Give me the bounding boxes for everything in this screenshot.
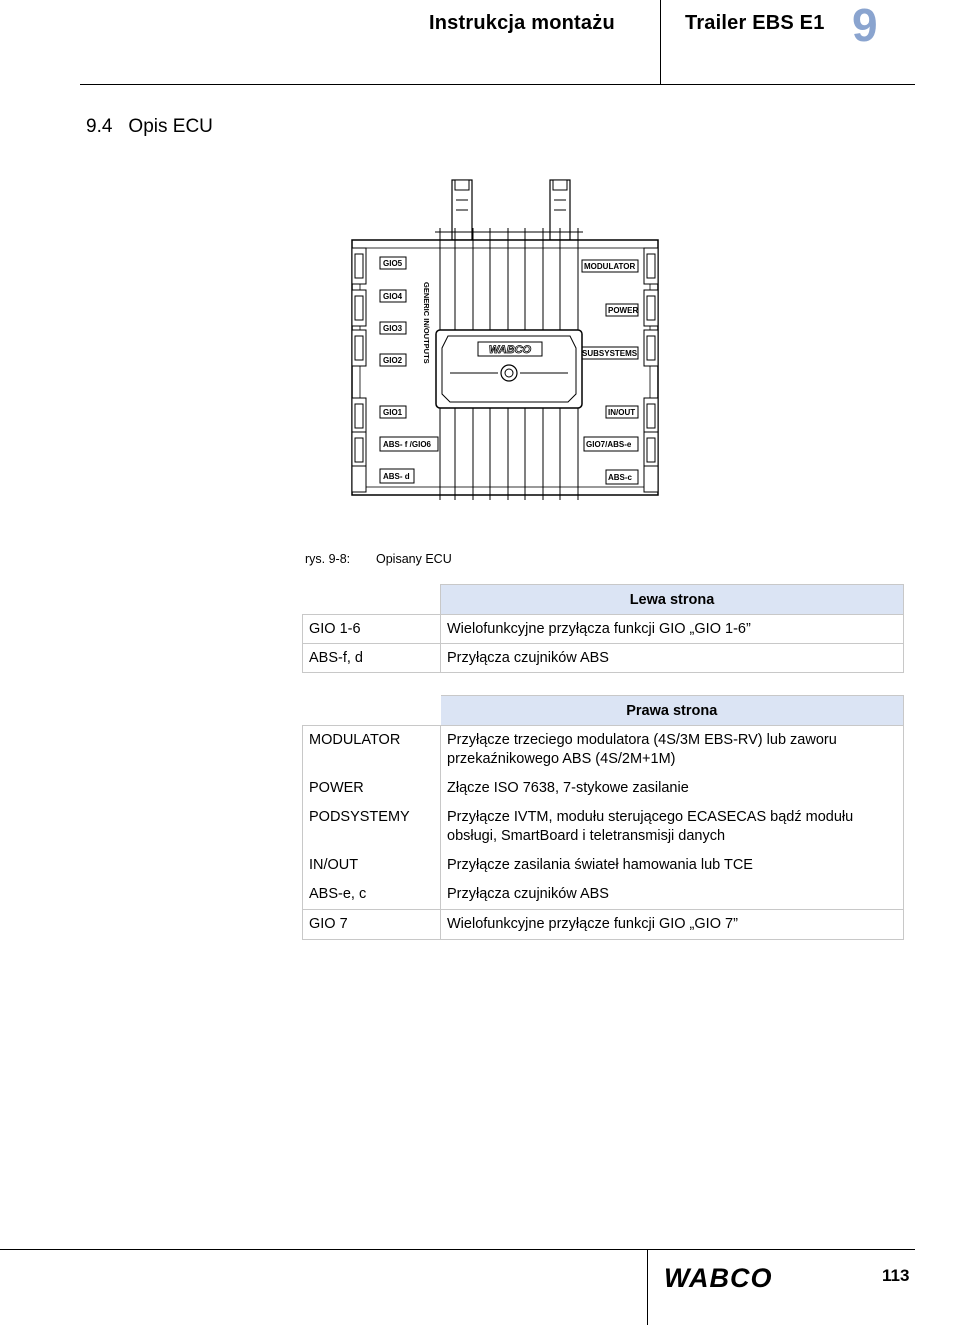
connector-description: Przyłącze trzeciego modulatora (4S/3M EB…	[440, 725, 904, 774]
figure-label-gio1: GIO1	[383, 408, 403, 417]
connector-name: ABS-f, d	[302, 643, 441, 673]
table-row: ABS-e, c Przyłącza czujników ABS	[302, 880, 904, 910]
figure-caption: rys. 9-8: Opisany ECU	[305, 552, 452, 566]
figure-label-gio3: GIO3	[383, 324, 403, 333]
figure-label-subsystems: SUBSYSTEMS	[582, 349, 638, 358]
figure-label-gio4: GIO4	[383, 292, 403, 301]
figure-label-gio7-abs-e: GIO7/ABS-e	[586, 440, 632, 449]
figure-label-abs-c: ABS-c	[608, 473, 633, 482]
connector-name: MODULATOR	[302, 725, 441, 774]
left-table-header: Lewa strona	[440, 584, 904, 615]
connector-description: Przyłącza czujników ABS	[440, 643, 904, 673]
table-row: PODSYSTEMY Przyłącze IVTM, modułu steruj…	[302, 803, 904, 851]
ecu-drawing: GIO5 GIO4 GIO3 GIO2 GIO1 ABS- f /GIO6 AB…	[351, 179, 659, 500]
section-number: 9.4	[86, 116, 113, 137]
connector-description: Przyłącze zasilania świateł hamowania lu…	[440, 851, 904, 880]
connector-description: Przyłącze IVTM, modułu sterującego ECASE…	[440, 803, 904, 851]
caption-text: Opisany ECU	[376, 552, 452, 566]
connector-description: Wielofunkcyjne przyłącze funkcji GIO „GI…	[440, 909, 904, 940]
figure-wabco-logo: WABCO	[489, 344, 532, 356]
header-product-title: Trailer EBS E1	[685, 12, 825, 34]
header-divider	[660, 0, 661, 84]
table-corner	[302, 695, 441, 726]
figure-label-generic-io: GENERIC IN/OUTPUTS	[422, 282, 431, 364]
section-title: Opis ECU	[128, 116, 213, 137]
caption-number: rys. 9-8:	[305, 552, 351, 566]
connector-name: GIO 1-6	[302, 614, 441, 644]
right-table-header: Prawa strona	[440, 695, 904, 726]
footer-divider	[647, 1249, 648, 1325]
figure-label-abs-f-gio6: ABS- f /GIO6	[383, 440, 432, 449]
page-number: 113	[882, 1266, 910, 1285]
footer-rule	[0, 1249, 915, 1250]
wabco-logo-text: WABCO	[664, 1263, 773, 1292]
figure-label-abs-d: ABS- d	[383, 472, 410, 481]
left-side-table: Lewa strona GIO 1-6 Wielofunkcyjne przył…	[302, 584, 904, 673]
connector-name: ABS-e, c	[302, 880, 441, 910]
connector-description: Przyłącza czujników ABS	[440, 880, 904, 910]
chapter-number: 9	[852, 0, 878, 51]
header-rule	[80, 84, 915, 85]
connector-name: POWER	[302, 774, 441, 803]
table-corner	[302, 584, 441, 615]
figure-label-power: POWER	[608, 306, 638, 315]
wabco-logo: WABCO	[664, 1263, 773, 1292]
connector-description: Złącze ISO 7638, 7-stykowe zasilanie	[440, 774, 904, 803]
connector-name: IN/OUT	[302, 851, 441, 880]
figure-label-modulator: MODULATOR	[584, 262, 635, 271]
figure-label-in-out: IN/OUT	[608, 408, 635, 417]
section-heading: 9.4 Opis ECU	[86, 116, 213, 138]
connector-description: Wielofunkcyjne przyłącza funkcji GIO „GI…	[440, 614, 904, 644]
table-row: GIO 1-6 Wielofunkcyjne przyłącza funkcji…	[302, 614, 904, 644]
table-row: POWER Złącze ISO 7638, 7-stykowe zasilan…	[302, 774, 904, 803]
figure-label-gio2: GIO2	[383, 356, 403, 365]
table-row: ABS-f, d Przyłącza czujników ABS	[302, 643, 904, 673]
connector-name: PODSYSTEMY	[302, 803, 441, 851]
right-side-table: Prawa strona MODULATOR Przyłącze trzecie…	[302, 695, 904, 940]
table-row: MODULATOR Przyłącze trzeciego modulatora…	[302, 725, 904, 774]
connector-name: GIO 7	[302, 909, 441, 940]
table-row: IN/OUT Przyłącze zasilania świateł hamow…	[302, 851, 904, 880]
table-row: GIO 7 Wielofunkcyjne przyłącze funkcji G…	[302, 909, 904, 940]
header-manual-title: Instrukcja montażu	[429, 12, 615, 34]
figure-label-gio5: GIO5	[383, 259, 403, 268]
